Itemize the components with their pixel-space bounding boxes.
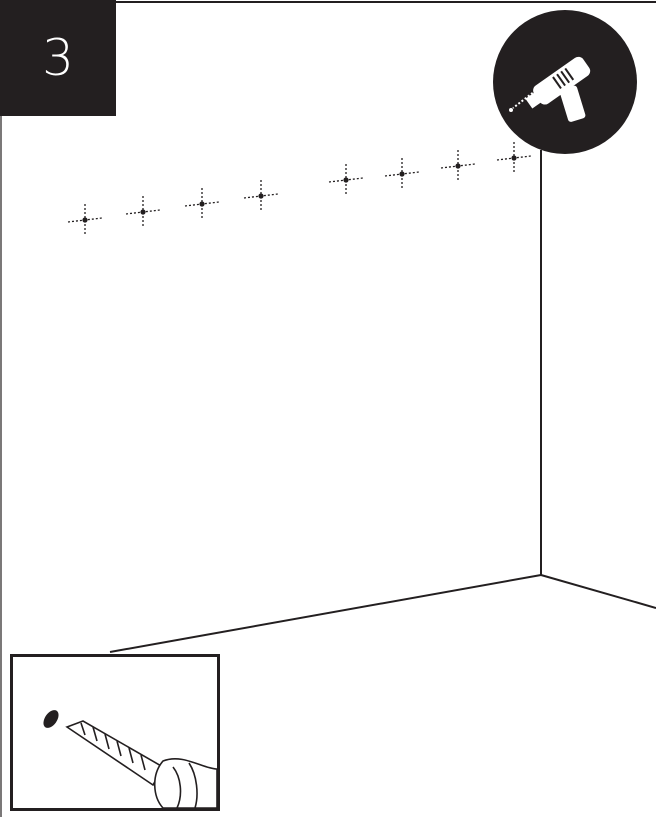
drill-mark	[385, 158, 419, 190]
drill-mark	[68, 204, 102, 236]
drilled-hole	[40, 707, 61, 730]
step-number-badge: 3	[0, 0, 116, 116]
drill-bit-hole-detail	[10, 654, 220, 811]
floor-left-edge	[110, 575, 541, 652]
drill-icon	[493, 10, 637, 154]
drill-hole-markers	[68, 142, 531, 236]
drill-bit-illustration	[13, 657, 217, 808]
drill-bit	[67, 721, 217, 808]
floor-right-edge	[541, 575, 656, 608]
drill-mark	[497, 142, 531, 174]
drill-mark	[329, 164, 363, 196]
drill-mark	[244, 180, 278, 212]
drill-mark	[185, 188, 219, 220]
step-number: 3	[42, 29, 74, 87]
drill-mark	[126, 196, 160, 228]
drill-mark	[441, 150, 475, 182]
